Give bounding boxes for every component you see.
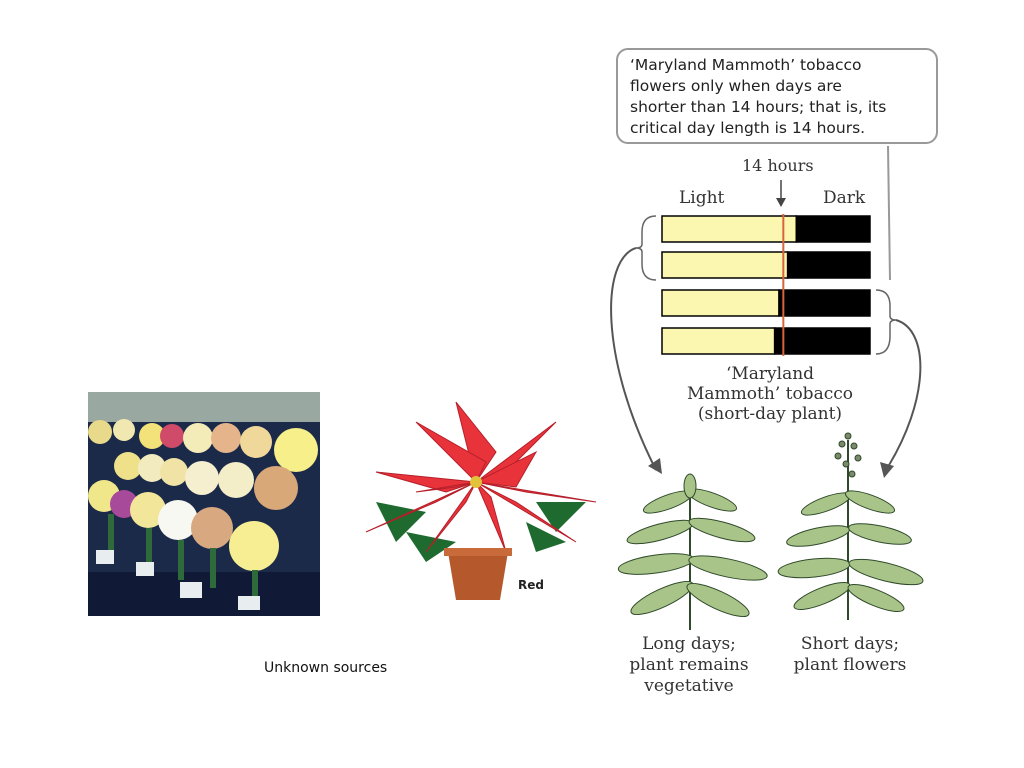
plant-name-line: (short-day plant) [697,404,843,424]
short-day-caption-line: Short days; [800,634,900,654]
plant-name-line: Mammoth’ tobacco [687,384,853,404]
dark-period-bar [773,327,871,355]
light-period-bar [661,215,798,243]
short-day-arrow-icon [885,319,922,471]
long-day-caption-line: vegetative [644,676,734,696]
critical-arrowhead-icon [776,198,786,207]
callout-box: ‘Maryland Mammoth’ tobacco flowers only … [616,48,938,144]
image-source-caption: Unknown sources [264,660,388,676]
light-label: Light [679,188,725,208]
short-day-bracket [875,289,897,355]
day-length-bars [661,215,871,355]
dark-period-bar [795,215,871,243]
callout-line: ‘Maryland Mammoth’ tobacco [630,56,862,74]
short-day-arrowhead-icon [880,462,894,478]
poinsettia-variety-label: Red [518,578,544,592]
light-period-bar [661,327,776,355]
callout-line: shorter than 14 hours; that is, its [630,98,887,116]
poinsettia-photo [365,401,597,600]
long-day-caption: Long days; plant remains vegetative [614,634,764,697]
callout-pointer [887,145,891,281]
flowering-plant-icon [777,432,924,620]
long-day-arrowhead-icon [648,458,662,474]
dark-period-bar [786,251,871,279]
plant-name-line: ‘Maryland [725,364,815,384]
photoperiod-diagram [610,145,924,630]
long-day-bracket [635,215,657,281]
short-day-caption-line: plant flowers [793,655,907,675]
callout-line: critical day length is 14 hours. [630,119,866,137]
chrysanthemum-photo [88,392,320,616]
vegetative-plant-icon [617,473,768,630]
long-day-arrow-icon [610,247,657,471]
callout-line: flowers only when days are [630,77,842,95]
light-period-bar [661,251,789,279]
critical-length-label: 14 hours [742,156,814,175]
long-day-caption-line: Long days; [642,634,736,654]
short-day-caption: Short days; plant flowers [780,634,920,676]
dark-label: Dark [823,188,866,208]
plant-name-label: ‘Maryland Mammoth’ tobacco (short-day pl… [660,364,880,424]
long-day-caption-line: plant remains [629,655,749,675]
light-period-bar [661,289,780,317]
dark-period-bar [778,289,871,317]
